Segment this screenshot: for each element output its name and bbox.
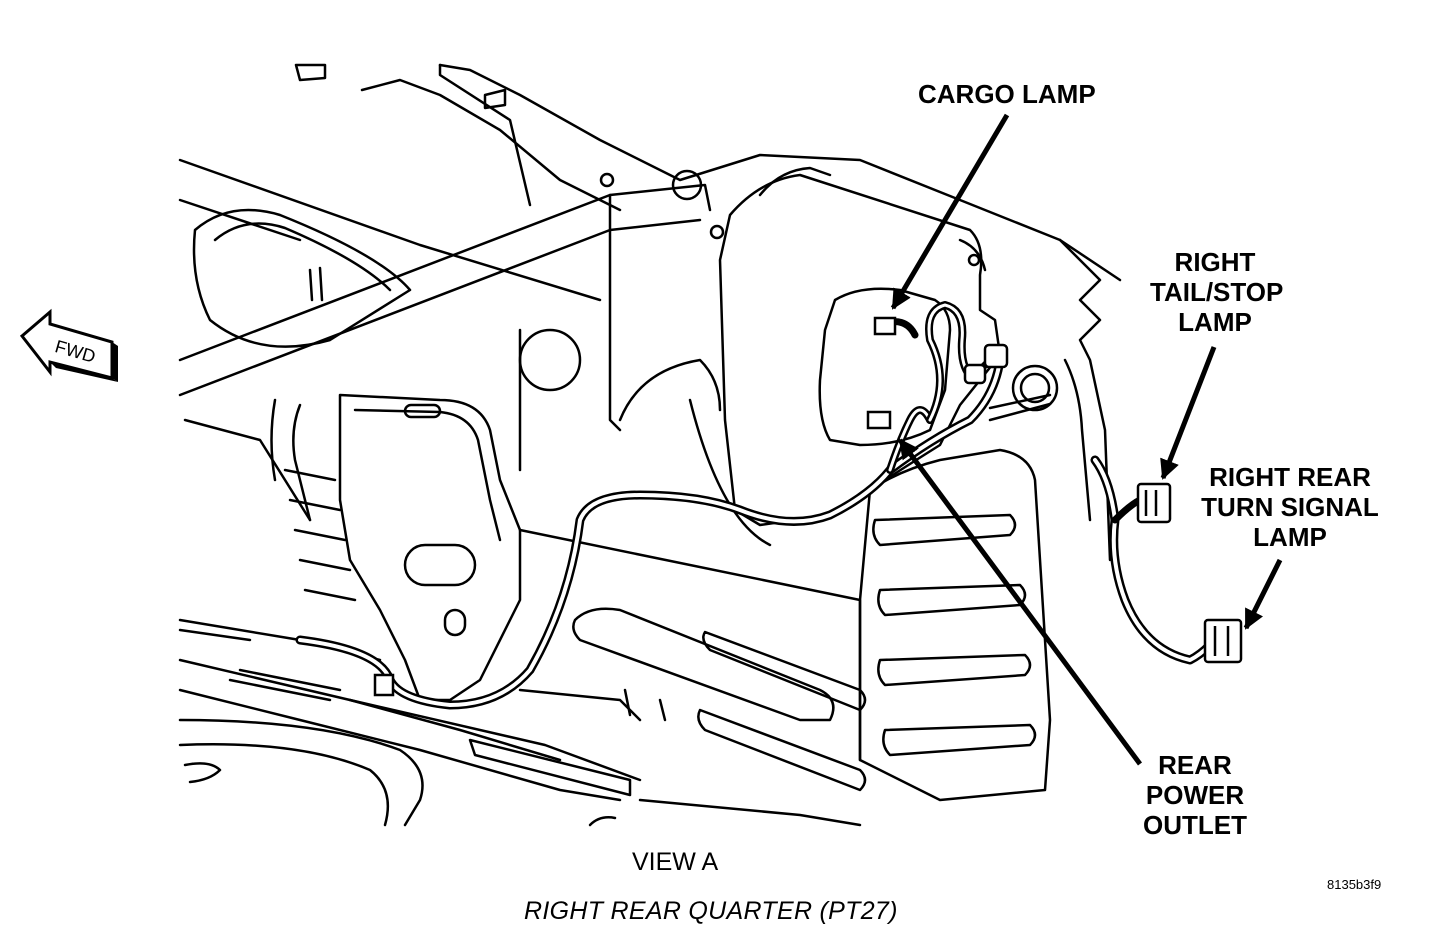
fwd-arrow-icon: FWD: [19, 308, 118, 382]
tail-stop-line-3: LAMP: [1178, 307, 1252, 337]
cargo-lamp-label: CARGO LAMP: [918, 79, 1096, 109]
turn-signal-arrow: [1243, 558, 1283, 630]
leader-arrows: [890, 113, 1283, 766]
tail-stop-line-1: RIGHT: [1174, 247, 1256, 277]
power-outlet-line-2: POWER: [1145, 780, 1245, 810]
tail-stop-connector: [1136, 482, 1172, 524]
turn-signal-line-1: RIGHT REAR: [1209, 462, 1371, 492]
power-outlet-arrow: [897, 438, 1143, 766]
power-outlet-line-3: OUTLET: [1143, 810, 1247, 840]
cargo-lamp-text: CARGO LAMP: [918, 79, 1096, 109]
figure-caption: RIGHT REAR QUARTER (PT27): [524, 897, 898, 925]
body-structure: [178, 63, 1122, 827]
power-outlet-line-1: REAR: [1158, 750, 1232, 780]
turn-signal-line-3: LAMP: [1253, 522, 1327, 552]
harness-connectors: [373, 343, 1009, 697]
view-title: VIEW A: [632, 848, 719, 876]
tail-stop-line-2: TAIL/STOP: [1150, 277, 1284, 307]
turn-signal-connector: [1203, 618, 1243, 664]
cargo-lamp-arrow: [890, 113, 1010, 310]
figure-id: 8135b3f9: [1327, 877, 1382, 892]
cargo-lamp-connector: [866, 316, 897, 430]
tail-stop-arrow: [1160, 346, 1217, 480]
wiring-harness: [295, 301, 1215, 710]
tail-stop-lamp-label: RIGHT TAIL/STOP LAMP: [1150, 247, 1284, 337]
turn-signal-line-2: TURN SIGNAL: [1201, 492, 1379, 522]
power-outlet-label: REAR POWER OUTLET: [1130, 750, 1260, 840]
turn-signal-lamp-label: RIGHT REAR TURN SIGNAL LAMP: [1190, 462, 1390, 552]
